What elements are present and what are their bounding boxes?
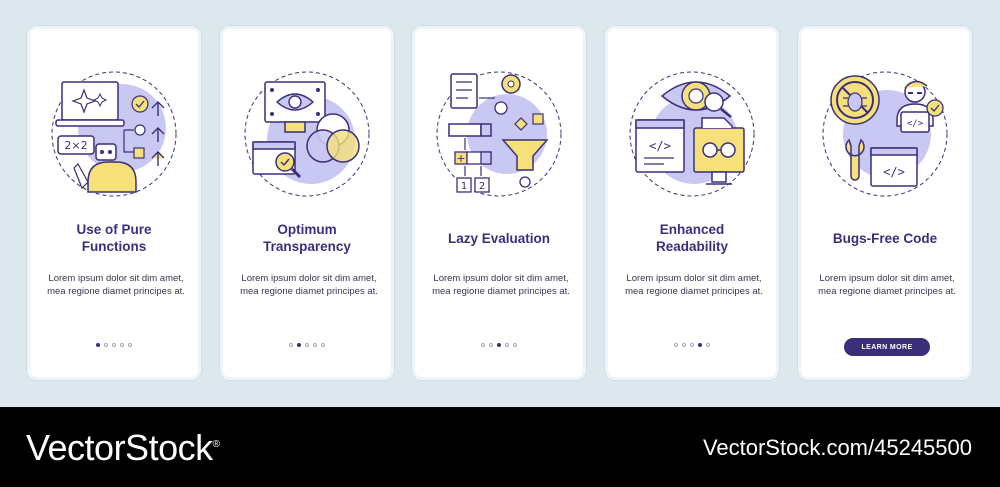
pagination-dots — [605, 343, 779, 347]
card-enhanced-readability: </> Enhanced Readability Lorem ipsum dol… — [605, 26, 779, 380]
page-dot[interactable] — [297, 343, 301, 347]
page-dot[interactable] — [505, 343, 509, 347]
page-dot[interactable] — [706, 343, 710, 347]
step-two-label: 2 — [479, 181, 485, 192]
page-dot[interactable] — [682, 343, 686, 347]
page-dot[interactable] — [698, 343, 702, 347]
pagination-dots — [220, 343, 394, 347]
plus-label: + — [456, 152, 465, 165]
math-label: 2×2 — [64, 139, 87, 152]
onboarding-screens: 2×2 Use of Pure Functions Lorem ipsum do… — [27, 26, 972, 380]
card-title: Use of Pure Functions — [76, 222, 152, 254]
card-title: Bugs-Free Code — [832, 230, 938, 246]
brand-name: VectorStock — [26, 427, 213, 468]
card-pure-functions: 2×2 Use of Pure Functions Lorem ipsum do… — [27, 26, 201, 380]
watermark-footer: VectorStock® VectorStock.com/45245500 — [0, 407, 1000, 487]
code-label: </> — [649, 139, 671, 153]
page-dot[interactable] — [497, 343, 501, 347]
brand-mark: ® — [212, 439, 220, 450]
laptop-sparkle-icon: 2×2 — [51, 71, 177, 197]
page-dot[interactable] — [112, 343, 116, 347]
card-title: Enhanced Readability — [655, 222, 729, 254]
card-title: Lazy Evaluation — [447, 230, 551, 246]
step-one-label: 1 — [461, 181, 467, 192]
card-bugs-free-code: </> </> Bugs-Free Code Lorem ipsum dolor… — [798, 26, 972, 380]
brand-logo: VectorStock® — [26, 427, 220, 469]
page-dot[interactable] — [289, 343, 293, 347]
page-dot[interactable] — [104, 343, 108, 347]
process-funnel-icon: + 1 2 — [436, 71, 562, 197]
page-dot[interactable] — [321, 343, 325, 347]
pagination-dots — [27, 343, 201, 347]
image-url: VectorStock.com/45245500 — [702, 435, 972, 460]
page-dot[interactable] — [120, 343, 124, 347]
page-dot[interactable] — [305, 343, 309, 347]
card-body: Lorem ipsum dolor sit dim amet, mea regi… — [240, 273, 378, 297]
eye-code-icon: </> — [629, 71, 755, 197]
pagination-dots — [412, 343, 586, 347]
card-body: Lorem ipsum dolor sit dim amet, mea regi… — [432, 273, 570, 297]
page-dot[interactable] — [96, 343, 100, 347]
page-dot[interactable] — [513, 343, 517, 347]
page-dot[interactable] — [674, 343, 678, 347]
page-dot[interactable] — [489, 343, 493, 347]
svg-text:</>: </> — [907, 119, 924, 129]
card-optimum-transparency: Optimum Transparency Lorem ipsum dolor s… — [220, 26, 394, 380]
eye-monitor-icon — [244, 71, 370, 197]
bug-free-developer-icon: </> </> — [822, 71, 948, 197]
card-body: Lorem ipsum dolor sit dim amet, mea regi… — [625, 273, 763, 297]
card-lazy-evaluation: + 1 2 Lazy Evaluation Lorem ipsum dolor … — [412, 26, 586, 380]
page-dot[interactable] — [690, 343, 694, 347]
card-body: Lorem ipsum dolor sit dim amet, mea regi… — [47, 273, 185, 297]
card-body: Lorem ipsum dolor sit dim amet, mea regi… — [818, 273, 956, 297]
page-dot[interactable] — [481, 343, 485, 347]
page-dot[interactable] — [313, 343, 317, 347]
page-dot[interactable] — [128, 343, 132, 347]
svg-text:</>: </> — [883, 165, 905, 179]
card-title: Optimum Transparency — [263, 222, 351, 254]
learn-more-button[interactable]: LEARN MORE — [844, 338, 930, 356]
